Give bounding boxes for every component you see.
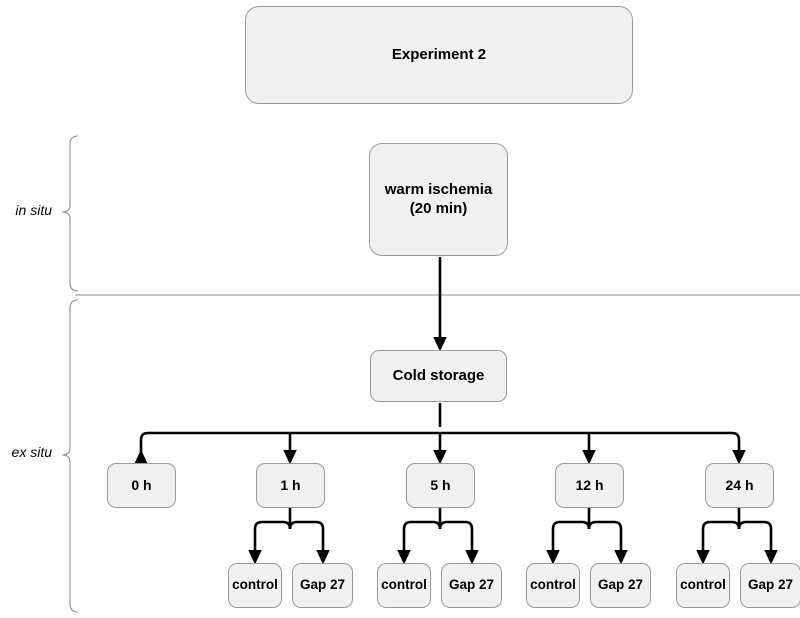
experiment-title-box: Experiment 2 <box>245 6 633 104</box>
node-24h-gap27: Gap 27 <box>740 563 800 608</box>
node-1h-control: control <box>228 563 282 608</box>
node-warm-ischemia-line2: (20 min) <box>409 199 468 217</box>
node-5h-gap27: Gap 27 <box>441 563 502 608</box>
brace-ex-situ <box>61 299 79 613</box>
connector-1h-gap <box>288 520 330 565</box>
node-warm-ischemia: warm ischemia (20 min) <box>369 143 508 256</box>
node-timepoint-1h: 1 h <box>256 463 325 508</box>
connector-1h-control <box>248 520 292 565</box>
node-warm-ischemia-line1: warm ischemia <box>384 181 493 199</box>
node-timepoint-5h: 5 h <box>406 463 475 508</box>
connector-distribution-bar <box>134 431 746 465</box>
connector-5h-control <box>397 520 442 565</box>
node-5h-control: control <box>377 563 431 608</box>
node-24h-control: control <box>676 563 730 608</box>
connector-24h-gap <box>737 520 778 565</box>
node-1h-gap27: Gap 27 <box>292 563 353 608</box>
connector-12h-control <box>546 520 591 565</box>
connector-24h-control <box>696 520 741 565</box>
node-cold-storage: Cold storage <box>370 350 507 402</box>
connector-5h-gap <box>438 520 479 565</box>
phase-label-in-situ: in situ <box>15 202 52 218</box>
brace-in-situ <box>61 135 79 292</box>
node-12h-gap27: Gap 27 <box>590 563 651 608</box>
node-12h-control: control <box>526 563 580 608</box>
node-timepoint-12h: 12 h <box>555 463 624 508</box>
node-timepoint-24h: 24 h <box>705 463 774 508</box>
phase-label-ex-situ: ex situ <box>11 444 52 460</box>
connector-12h-gap <box>587 520 628 565</box>
node-timepoint-0h: 0 h <box>107 463 176 508</box>
